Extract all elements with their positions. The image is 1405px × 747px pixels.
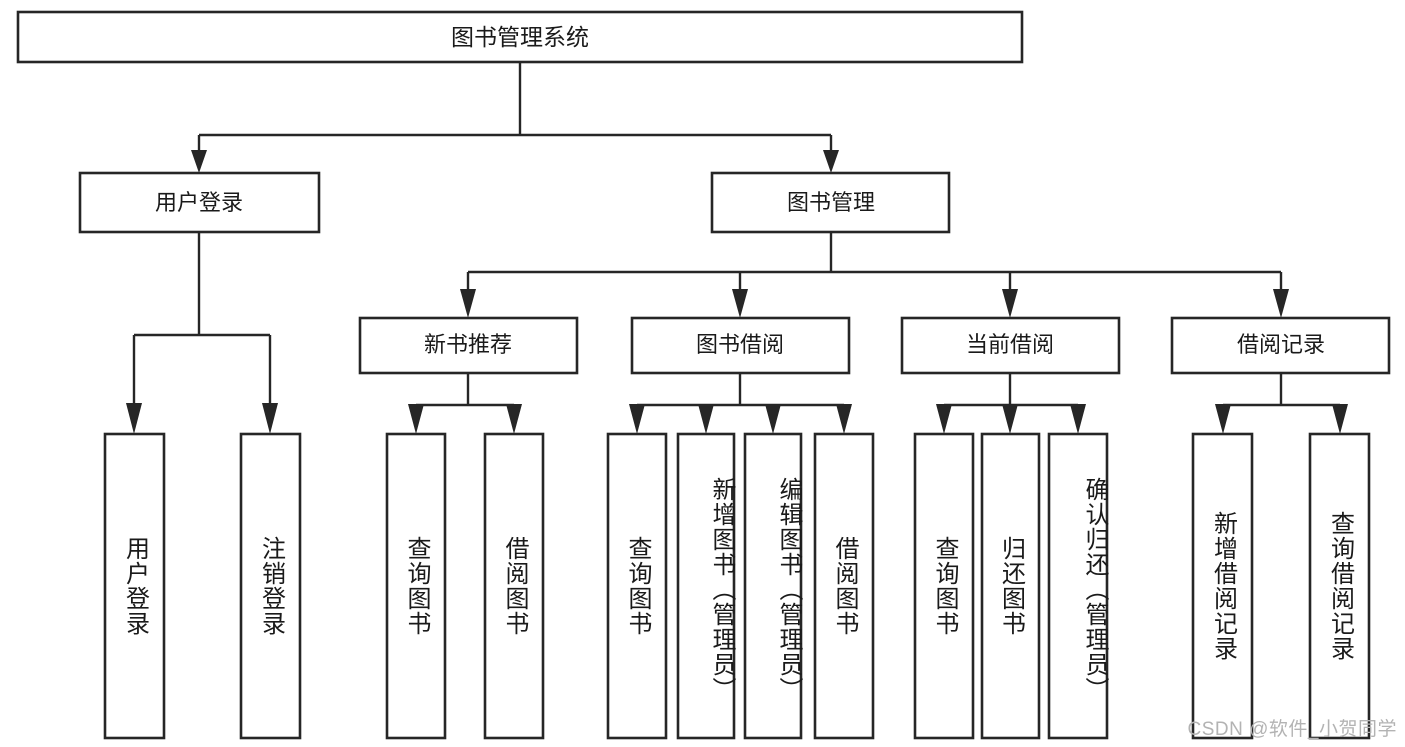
- node-book-borrow[interactable]: 图书借阅: [630, 316, 851, 375]
- node-user-login-box[interactable]: [78, 171, 321, 234]
- node-book-borrow-box[interactable]: [630, 316, 851, 375]
- arrowhead-icon: [1002, 289, 1018, 318]
- leaf-box-group: [103, 432, 1371, 740]
- leaf-box-return-book[interactable]: [980, 432, 1041, 740]
- arrowhead-icon: [936, 404, 952, 434]
- node-new-book-recommend-box[interactable]: [358, 316, 579, 375]
- leaf-box-borrow-book[interactable]: [813, 432, 875, 740]
- node-book-management-label: 图书管理: [787, 190, 875, 215]
- node-root[interactable]: 图书管理系统: [16, 10, 1024, 64]
- node-borrow-records-box[interactable]: [1170, 316, 1391, 375]
- arrowhead-icon: [629, 404, 645, 434]
- arrowhead-icon: [408, 404, 424, 434]
- node-borrow-records[interactable]: 借阅记录: [1170, 316, 1391, 375]
- arrowhead-icon: [126, 403, 142, 434]
- watermark-text: CSDN @软件_小贺同学: [1187, 719, 1397, 740]
- arrowhead-icon: [1070, 404, 1086, 434]
- leaf-box-query-borrow-record[interactable]: [1308, 432, 1371, 740]
- leaf-box-add-book-admin[interactable]: [676, 432, 736, 740]
- leaf-box-query-book-recommend[interactable]: [385, 432, 447, 740]
- leaf-box-logout-login[interactable]: [239, 432, 302, 740]
- arrowhead-icon: [1002, 404, 1018, 434]
- node-new-book-recommend[interactable]: 新书推荐: [358, 316, 579, 375]
- arrowhead-icon: [836, 404, 852, 434]
- arrowhead-group: [126, 150, 1348, 434]
- arrowhead-icon: [191, 150, 207, 173]
- arrowhead-icon: [262, 403, 278, 434]
- node-user-login[interactable]: 用户登录: [78, 171, 321, 234]
- arrowhead-icon: [1332, 404, 1348, 434]
- node-book-management[interactable]: 图书管理: [710, 171, 951, 234]
- node-current-borrow[interactable]: 当前借阅: [900, 316, 1121, 375]
- node-root-label: 图书管理系统: [451, 24, 589, 50]
- arrowhead-icon: [506, 404, 522, 434]
- node-book-management-box[interactable]: [710, 171, 951, 234]
- node-user-login-label: 用户登录: [155, 190, 243, 215]
- arrowhead-icon: [1273, 289, 1289, 318]
- arrowhead-icon: [765, 404, 781, 434]
- leaf-box-add-borrow-record[interactable]: [1191, 432, 1254, 740]
- node-new-book-recommend-label: 新书推荐: [424, 332, 512, 357]
- node-current-borrow-label: 当前借阅: [966, 332, 1054, 357]
- leaf-box-confirm-return-admin[interactable]: [1047, 432, 1109, 740]
- node-root-box[interactable]: [16, 10, 1024, 64]
- leaf-box-user-login[interactable]: [103, 432, 166, 740]
- node-book-borrow-label: 图书借阅: [696, 332, 784, 357]
- leaf-box-query-book-borrow[interactable]: [606, 432, 668, 740]
- arrowhead-icon: [732, 289, 748, 318]
- node-borrow-records-label: 借阅记录: [1237, 332, 1325, 357]
- arrowhead-icon: [823, 150, 839, 173]
- arrowhead-icon: [1215, 404, 1231, 434]
- leaf-box-query-book-current[interactable]: [913, 432, 975, 740]
- leaf-box-borrow-book-recommend[interactable]: [483, 432, 545, 740]
- leaf-box-edit-book-admin[interactable]: [743, 432, 803, 740]
- node-current-borrow-box[interactable]: [900, 316, 1121, 375]
- arrowhead-icon: [460, 289, 476, 318]
- arrowhead-icon: [698, 404, 714, 434]
